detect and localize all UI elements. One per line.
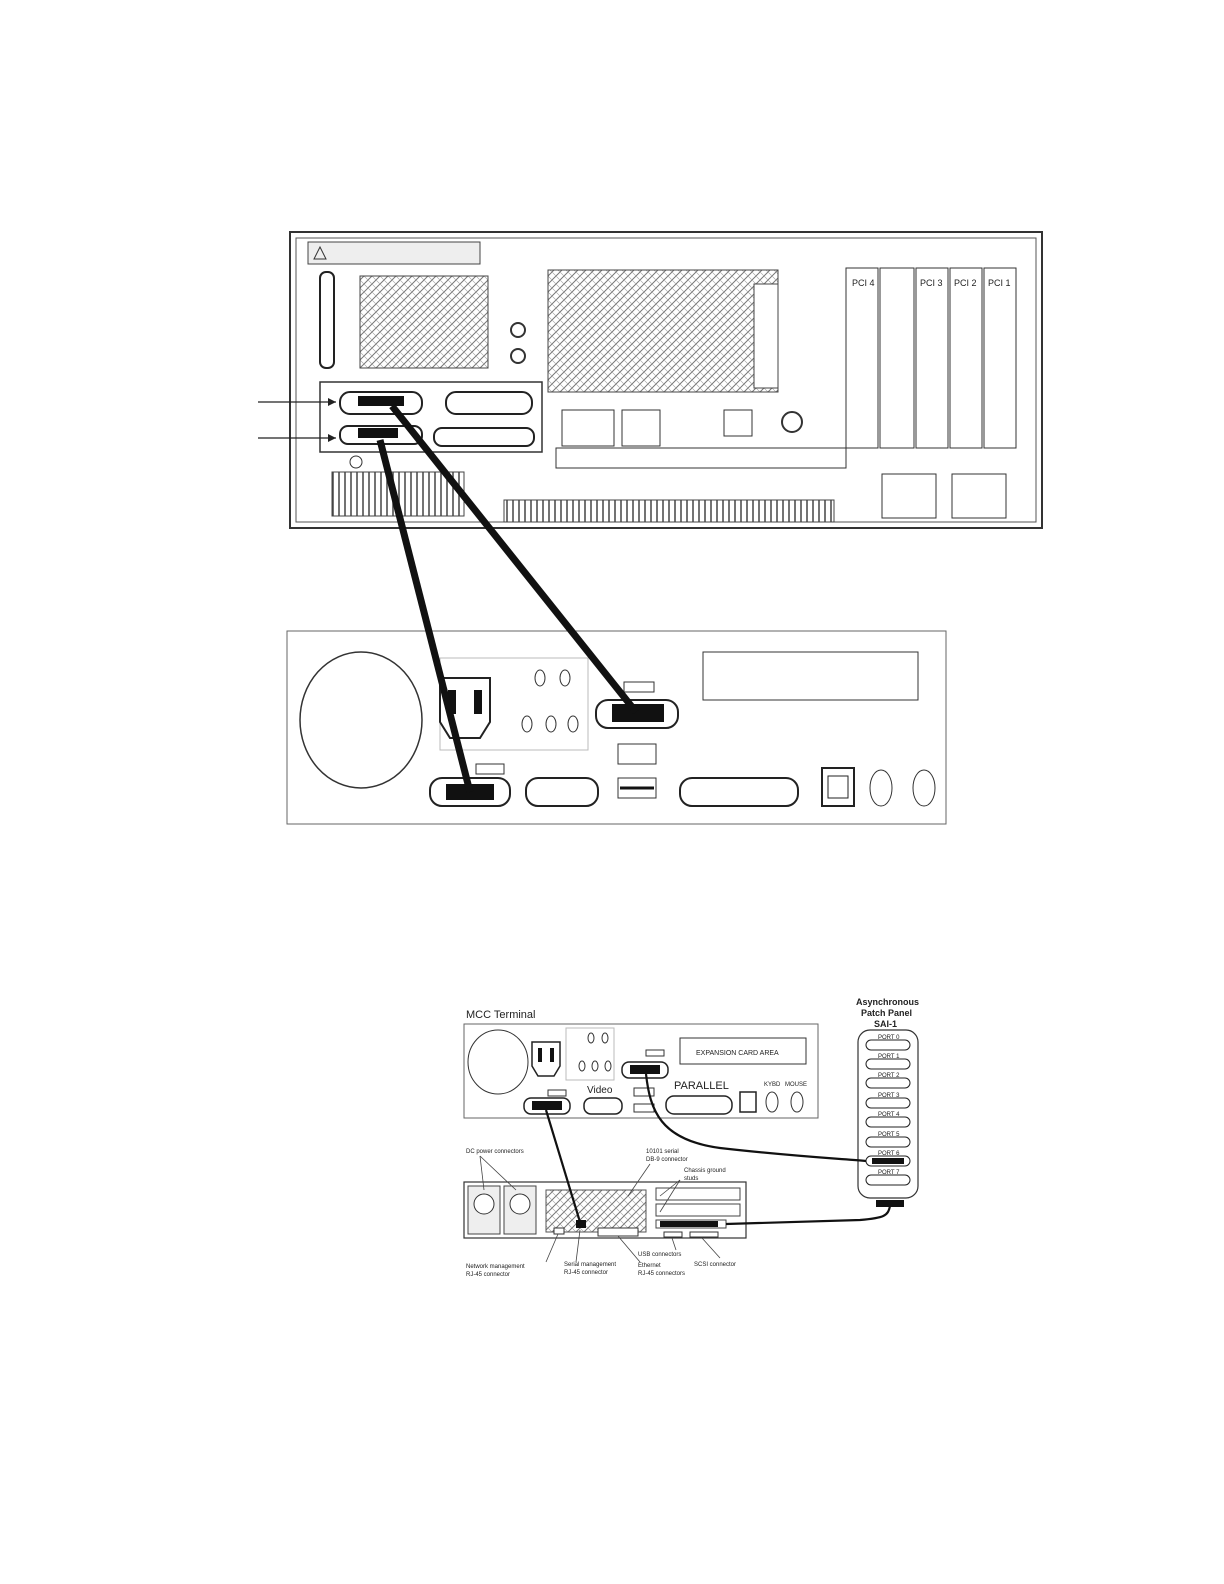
- parallel-label: PARALLEL: [674, 1080, 729, 1092]
- network-mgmt-label-2: RJ-45 connector: [466, 1272, 510, 1278]
- terminal-fan: [299, 651, 423, 789]
- kybd-label: KYBD: [764, 1082, 781, 1088]
- pci-slot-2: PCI 2: [954, 278, 977, 288]
- mcc-expansion-area: [679, 1037, 807, 1065]
- port-label-4: PORT 4: [878, 1112, 900, 1118]
- video-port: [525, 777, 599, 807]
- pci-slot-4: PCI 4: [852, 278, 875, 288]
- port-label-7: PORT 7: [878, 1170, 900, 1176]
- server-rear-panel: PCI 4 PCI 3 PCI 2 PCI 1: [258, 231, 1043, 529]
- port-3: [865, 1097, 911, 1109]
- cable-port1-to-terminal-b: [389, 403, 639, 715]
- port-label-6: PORT 6: [878, 1151, 900, 1157]
- dc-power-label: DC power connectors: [466, 1149, 524, 1155]
- figure2: MCC Terminal EXPANSION CARD AREA Video P…: [463, 997, 919, 1278]
- serial-db9-label-1: 10101 serial: [646, 1149, 679, 1155]
- port-label-5: PORT 5: [878, 1132, 900, 1138]
- pci-slot-1: PCI 1: [988, 278, 1011, 288]
- bottom-vent: [503, 499, 835, 523]
- port-label-3: PORT 3: [878, 1093, 900, 1099]
- port-7: [865, 1174, 911, 1186]
- kybd-port: [869, 769, 893, 807]
- figure1-cables: [376, 403, 639, 793]
- chassis-ground-label-2: studs: [684, 1176, 698, 1182]
- scsi-label: SCSI connector: [694, 1262, 736, 1268]
- power-supply-1: [881, 473, 937, 519]
- fan-grille-left: [359, 275, 489, 369]
- cable-mcc-b-to-port6: [644, 1073, 867, 1163]
- video-label: Video: [587, 1085, 613, 1096]
- port-label-1: PORT 1: [878, 1054, 900, 1060]
- serial-mgmt-label-1: Serial management: [564, 1262, 616, 1268]
- cable-port2-to-terminal-a: [376, 439, 474, 793]
- chassis-ground-label-1: Chassis ground: [684, 1168, 726, 1174]
- port-4: [865, 1116, 911, 1128]
- mouse-label: MOUSE: [785, 1082, 807, 1088]
- ethernet-label-2: RJ-45 connectors: [638, 1271, 685, 1277]
- usb-port-1: [617, 743, 657, 765]
- patch-panel-title-3: SAI-1: [874, 1019, 897, 1029]
- left-handle: [319, 271, 335, 369]
- patch-panel-title-1: Asynchronous: [856, 997, 919, 1007]
- ethernet-label-1: Ethernet: [638, 1263, 661, 1269]
- fan-grille-center: [547, 269, 779, 393]
- port-5: [865, 1136, 911, 1148]
- serial-db9-label-2: DB-9 connector: [646, 1157, 688, 1163]
- network-mgmt-label-1: Network management: [466, 1264, 525, 1270]
- pci-slots: PCI 4 PCI 3 PCI 2 PCI 1: [845, 267, 1017, 449]
- terminal-rear-panel: [286, 630, 947, 825]
- power-supply-2: [951, 473, 1007, 519]
- pci-slot-3: PCI 3: [920, 278, 943, 288]
- usb-label: USB connectors: [638, 1252, 681, 1258]
- warning-label: [307, 241, 481, 265]
- cable-mcc-a-to-serial-mgmt: [544, 1109, 582, 1223]
- mouse-port: [912, 769, 936, 807]
- mcc-terminal-title: MCC Terminal: [466, 1009, 535, 1021]
- cable-port7-to-scsi: [725, 1205, 892, 1226]
- port-label-0: PORT 0: [878, 1035, 900, 1041]
- expansion-card-area: [702, 651, 919, 701]
- port-label-2: PORT 2: [878, 1073, 900, 1079]
- patch-panel-ports: PORT 0 PORT 1 PORT 2 PORT 3 PORT 4 PORT …: [865, 1035, 911, 1207]
- port-1: [865, 1058, 911, 1070]
- expansion-card-area-label: EXPANSION CARD AREA: [696, 1050, 779, 1057]
- serial-mgmt-label-2: RJ-45 connector: [564, 1270, 608, 1276]
- parallel-port: [679, 777, 799, 807]
- port-2: [865, 1077, 911, 1089]
- port-0: [865, 1039, 911, 1051]
- patch-panel-title-2: Patch Panel: [861, 1008, 912, 1018]
